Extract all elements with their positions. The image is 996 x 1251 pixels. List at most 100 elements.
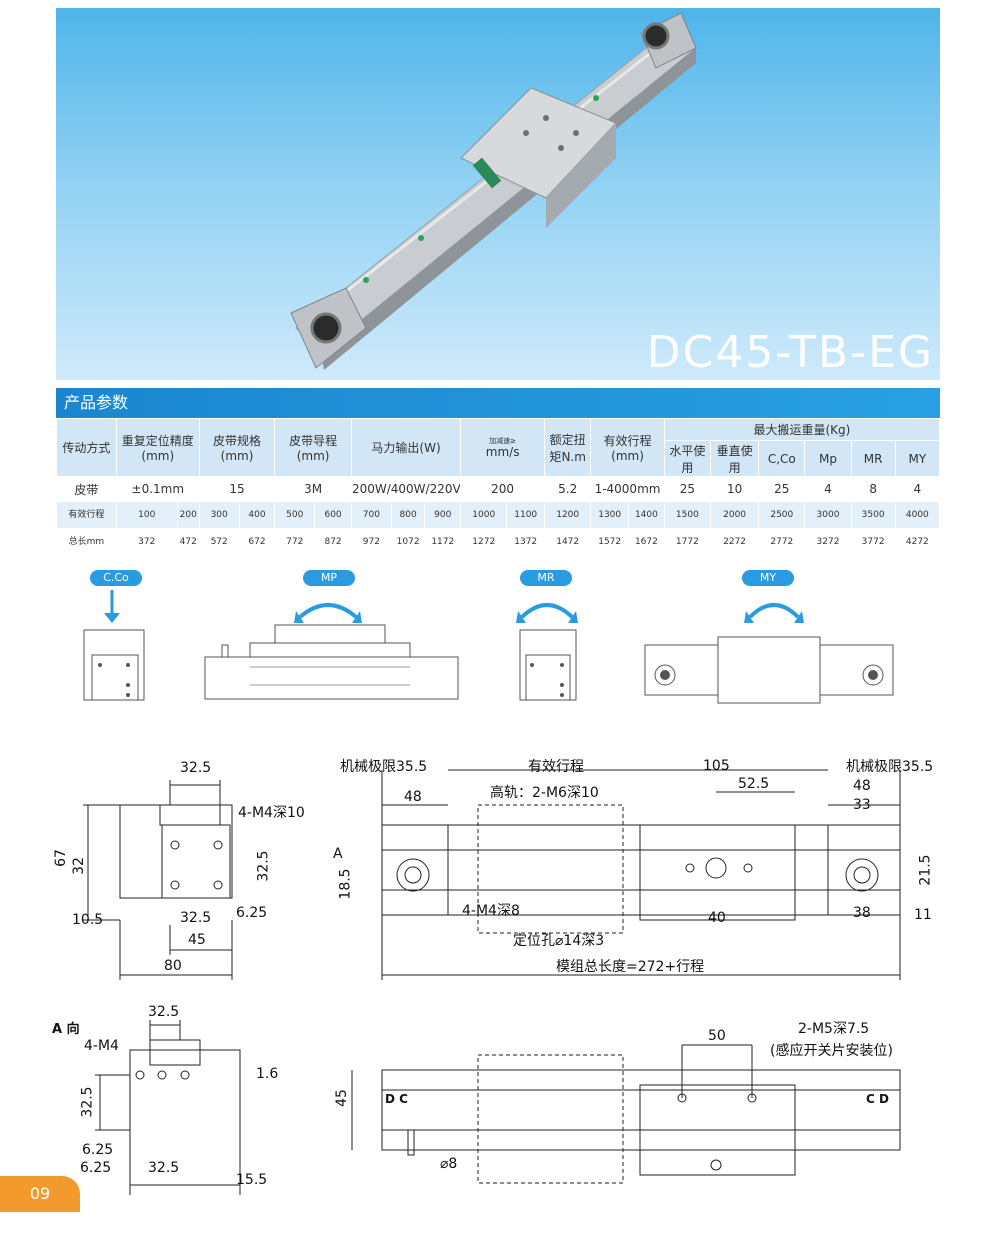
length-cell: 1472	[544, 528, 592, 556]
length-cell: 1272	[460, 528, 508, 556]
stroke-cell: 3500	[850, 501, 896, 529]
stroke-cell: 700	[350, 501, 392, 529]
top-view-outline	[381, 824, 901, 916]
header-motor: 马力输出(W)	[350, 418, 462, 477]
a-view-outline	[129, 1049, 241, 1186]
dim-40: 40	[708, 910, 726, 926]
header-repeat: 重复定位精度(mm)	[115, 418, 200, 477]
moment-mp-badge: MP	[303, 570, 355, 586]
dim-50: 50	[708, 1028, 726, 1044]
header-belt-lead: 皮带导程(mm)	[274, 418, 352, 477]
cell-mp: 4	[804, 476, 852, 502]
length-cell: 1772	[663, 528, 711, 556]
dim-52-5: 52.5	[738, 776, 770, 792]
length-cell: 872	[314, 528, 352, 556]
stroke-cell: 100	[115, 501, 178, 529]
technical-drawings	[83, 769, 901, 1195]
dim-32: 32	[70, 857, 87, 875]
cell-motor: 200W/400W/220V	[350, 476, 462, 502]
dim-33: 33	[853, 797, 871, 813]
cell-stroke: 1-4000mm	[590, 476, 665, 502]
dim-a-32-5-side: 32.5	[79, 1086, 96, 1118]
dim-a-m4: 4-M4	[84, 1038, 119, 1054]
stroke-row-label: 有效行程	[56, 501, 117, 529]
length-row-label: 总长mm	[56, 528, 117, 556]
header-accel-unit: mm/s	[485, 444, 520, 459]
dim-a-32-5-top: 32.5	[148, 1004, 180, 1020]
dim-80: 80	[164, 958, 182, 974]
dim-38: 38	[853, 905, 871, 921]
parameter-table: 传动方式 重复定位精度(mm) 皮带规格(mm) 皮带导程(mm) 马力输出(W…	[56, 418, 941, 556]
moment-diagrams	[83, 590, 894, 704]
stroke-cell: 800	[390, 501, 426, 529]
length-cell: 1172	[424, 528, 462, 556]
header-torque: 额定扭矩N.m	[544, 418, 592, 477]
stroke-cell: 600	[314, 501, 352, 529]
header-drive: 传动方式	[56, 418, 117, 477]
dim-18-5: 18.5	[337, 868, 354, 900]
dim-limit-right: 机械极限35.5	[846, 759, 934, 775]
dim-15-5: 15.5	[236, 1172, 268, 1188]
side-view-outline	[381, 1069, 901, 1151]
length-cell: 772	[274, 528, 316, 556]
dim-m4-depth-8: 4-M4深8	[462, 903, 520, 919]
stroke-cell: 300	[198, 501, 240, 529]
cell-belt-lead: 3M	[274, 476, 352, 502]
stroke-cell: 2000	[709, 501, 760, 529]
dim-sensor-note: (感应开关片安装位)	[770, 1043, 893, 1059]
header-belt-spec: 皮带规格(mm)	[198, 418, 276, 477]
dim-6-25: 6.25	[236, 905, 268, 921]
stroke-cell: 200	[176, 501, 200, 529]
cell-repeat: ±0.1mm	[115, 476, 200, 502]
header-horizontal: 水平使用	[663, 440, 711, 477]
moment-my-diagram	[644, 603, 894, 704]
model-title: DC45-TB-EG	[646, 327, 934, 378]
hero-banner: DC45-TB-EG	[56, 8, 940, 380]
dc-label-left: D C	[385, 1092, 408, 1106]
dim-m5-depth: 2-M5深7.5	[798, 1021, 870, 1037]
stroke-cell: 900	[424, 501, 462, 529]
header-my: MY	[894, 440, 941, 477]
moment-c-co-badge: C.Co	[90, 570, 142, 586]
dc-label-right: C D	[866, 1092, 889, 1106]
cell-horizontal: 25	[663, 476, 711, 502]
length-cell: 3772	[850, 528, 896, 556]
dim-phi-8: ⌀8	[440, 1156, 458, 1172]
dim-side-45: 45	[333, 1089, 350, 1107]
length-cell: 472	[176, 528, 200, 556]
length-cell: 672	[238, 528, 276, 556]
dim-10-5: 10.5	[72, 912, 104, 928]
length-cell: 372	[115, 528, 178, 556]
dim-total-length: 模组总长度=272+行程	[556, 959, 705, 975]
cell-mr: 8	[850, 476, 896, 502]
dim-rail-holes: 高轨：2-M6深10	[490, 785, 599, 801]
view-a-marker: A	[333, 846, 343, 862]
cell-c-co: 25	[758, 476, 806, 502]
dim-a-32-5-bottom: 32.5	[148, 1160, 180, 1176]
moment-mp-diagram	[204, 603, 459, 700]
header-accel-label: 加减速≥	[489, 436, 517, 445]
stroke-cell: 1300	[590, 501, 630, 529]
dim-105: 105	[703, 758, 730, 774]
a-view-title: A 向	[52, 1022, 80, 1037]
dim-m4-depth-10: 4-M4深10	[238, 805, 305, 821]
product-photo	[290, 12, 697, 370]
length-cell: 1672	[628, 528, 665, 556]
header-c-co: C,Co	[758, 440, 806, 477]
length-cell: 3272	[804, 528, 852, 556]
end-view-outline	[119, 804, 233, 899]
moment-mr-diagram	[516, 603, 578, 701]
dim-32-5-bottom: 32.5	[180, 910, 212, 926]
section-title: 产品参数	[56, 388, 940, 418]
dim-32-5-right: 32.5	[255, 850, 272, 882]
cell-vertical: 10	[709, 476, 760, 502]
stroke-cell: 1500	[663, 501, 711, 529]
cell-drive: 皮带	[56, 476, 117, 502]
stroke-cell: 500	[274, 501, 316, 529]
header-max-load: 最大搬运重量(Kg)	[663, 418, 941, 441]
length-cell: 2272	[709, 528, 760, 556]
stroke-cell: 1400	[628, 501, 665, 529]
stroke-cell: 1100	[506, 501, 546, 529]
dim-45: 45	[188, 932, 206, 948]
dim-48-left: 48	[404, 789, 422, 805]
